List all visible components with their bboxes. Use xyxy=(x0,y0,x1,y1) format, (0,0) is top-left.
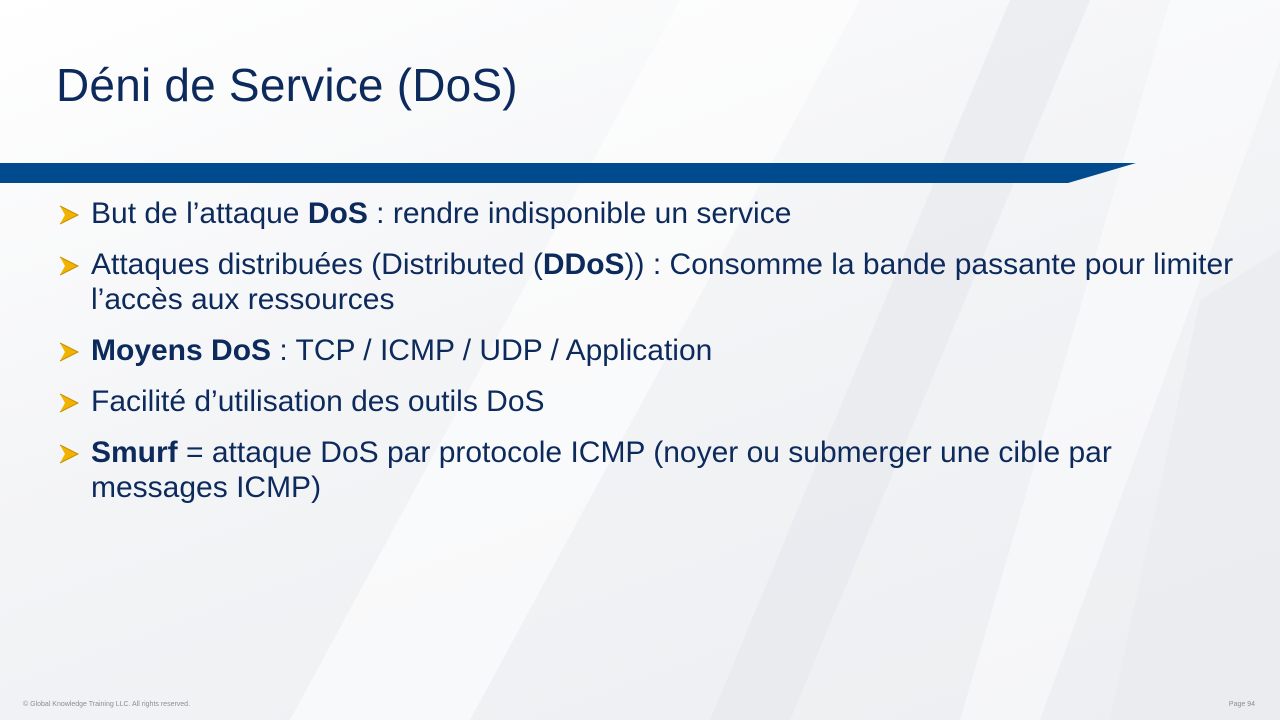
arrow-bullet-icon xyxy=(59,205,80,225)
arrow-bullet-icon xyxy=(59,444,80,464)
arrow-bullet-icon xyxy=(59,342,80,362)
arrow-bullet-icon xyxy=(59,393,80,413)
bullet-text: Facilité d’utilisation des outils DoS xyxy=(91,385,545,418)
bullet-item: But de l’attaque DoS : rendre indisponib… xyxy=(56,196,1236,231)
bullet-text: )) : Consomme la bande passante pour lim… xyxy=(91,248,1234,316)
bullet-item: Moyens DoS : TCP / ICMP / UDP / Applicat… xyxy=(56,333,1236,368)
bullet-item: Attaques distribuées (Distributed (DDoS)… xyxy=(56,247,1236,317)
copyright-footer: © Global Knowledge Training LLC. All rig… xyxy=(23,701,191,708)
bullet-bold-text: DDoS xyxy=(542,248,625,281)
bullet-list: But de l’attaque DoS : rendre indisponib… xyxy=(56,196,1236,521)
bullet-text: : rendre indisponible un service xyxy=(367,197,792,230)
bullet-text: Attaques distribuées (Distributed ( xyxy=(91,248,543,281)
slide-title: Déni de Service (DoS) xyxy=(56,59,518,111)
bullet-text: But de l’attaque xyxy=(91,197,308,230)
bullet-bold-text: Smurf xyxy=(91,436,178,469)
bullet-item: Facilité d’utilisation des outils DoS xyxy=(56,384,1236,419)
bullet-text: : TCP / ICMP / UDP / Application xyxy=(271,334,713,367)
title-accent-bar xyxy=(0,163,1136,183)
page-number: Page 94 xyxy=(1228,701,1255,708)
bullet-bold-text: Moyens DoS xyxy=(91,334,272,367)
bullet-bold-text: DoS xyxy=(307,197,368,230)
bullet-item: Smurf = attaque DoS par protocole ICMP (… xyxy=(56,435,1236,505)
arrow-bullet-icon xyxy=(59,256,80,276)
bullet-text: = attaque DoS par protocole ICMP (noyer … xyxy=(91,436,1112,504)
